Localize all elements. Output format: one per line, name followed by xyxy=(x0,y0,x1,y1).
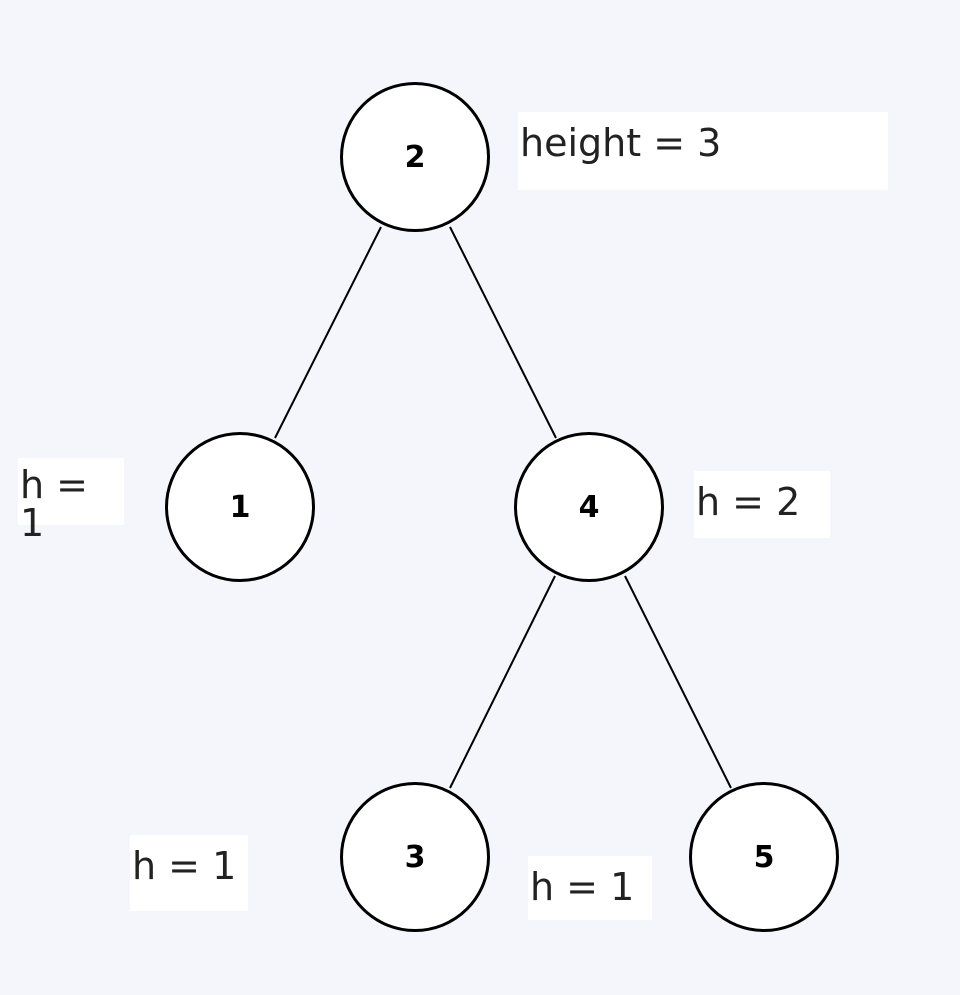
node-value: 2 xyxy=(404,139,426,175)
height-label-root: height = 3 xyxy=(518,112,888,190)
edge-2-1 xyxy=(274,226,382,439)
tree-node-5: 5 xyxy=(689,782,839,932)
node-value: 5 xyxy=(753,839,775,875)
edge-4-3 xyxy=(449,575,556,789)
tree-node-1: 1 xyxy=(165,432,315,582)
height-label-node-4: h = 2 xyxy=(694,471,830,538)
node-value: 3 xyxy=(404,839,426,875)
height-label-node-3: h = 1 xyxy=(130,835,248,911)
tree-node-3: 3 xyxy=(340,782,490,932)
tree-node-4: 4 xyxy=(514,432,664,582)
node-value: 1 xyxy=(229,489,251,525)
height-label-node-5: h = 1 xyxy=(528,856,652,920)
edge-4-5 xyxy=(624,575,732,789)
tree-node-2: 2 xyxy=(340,82,490,232)
node-value: 4 xyxy=(578,489,600,525)
height-label-node-1: h = 1 xyxy=(18,458,124,542)
edge-2-4 xyxy=(449,226,557,439)
